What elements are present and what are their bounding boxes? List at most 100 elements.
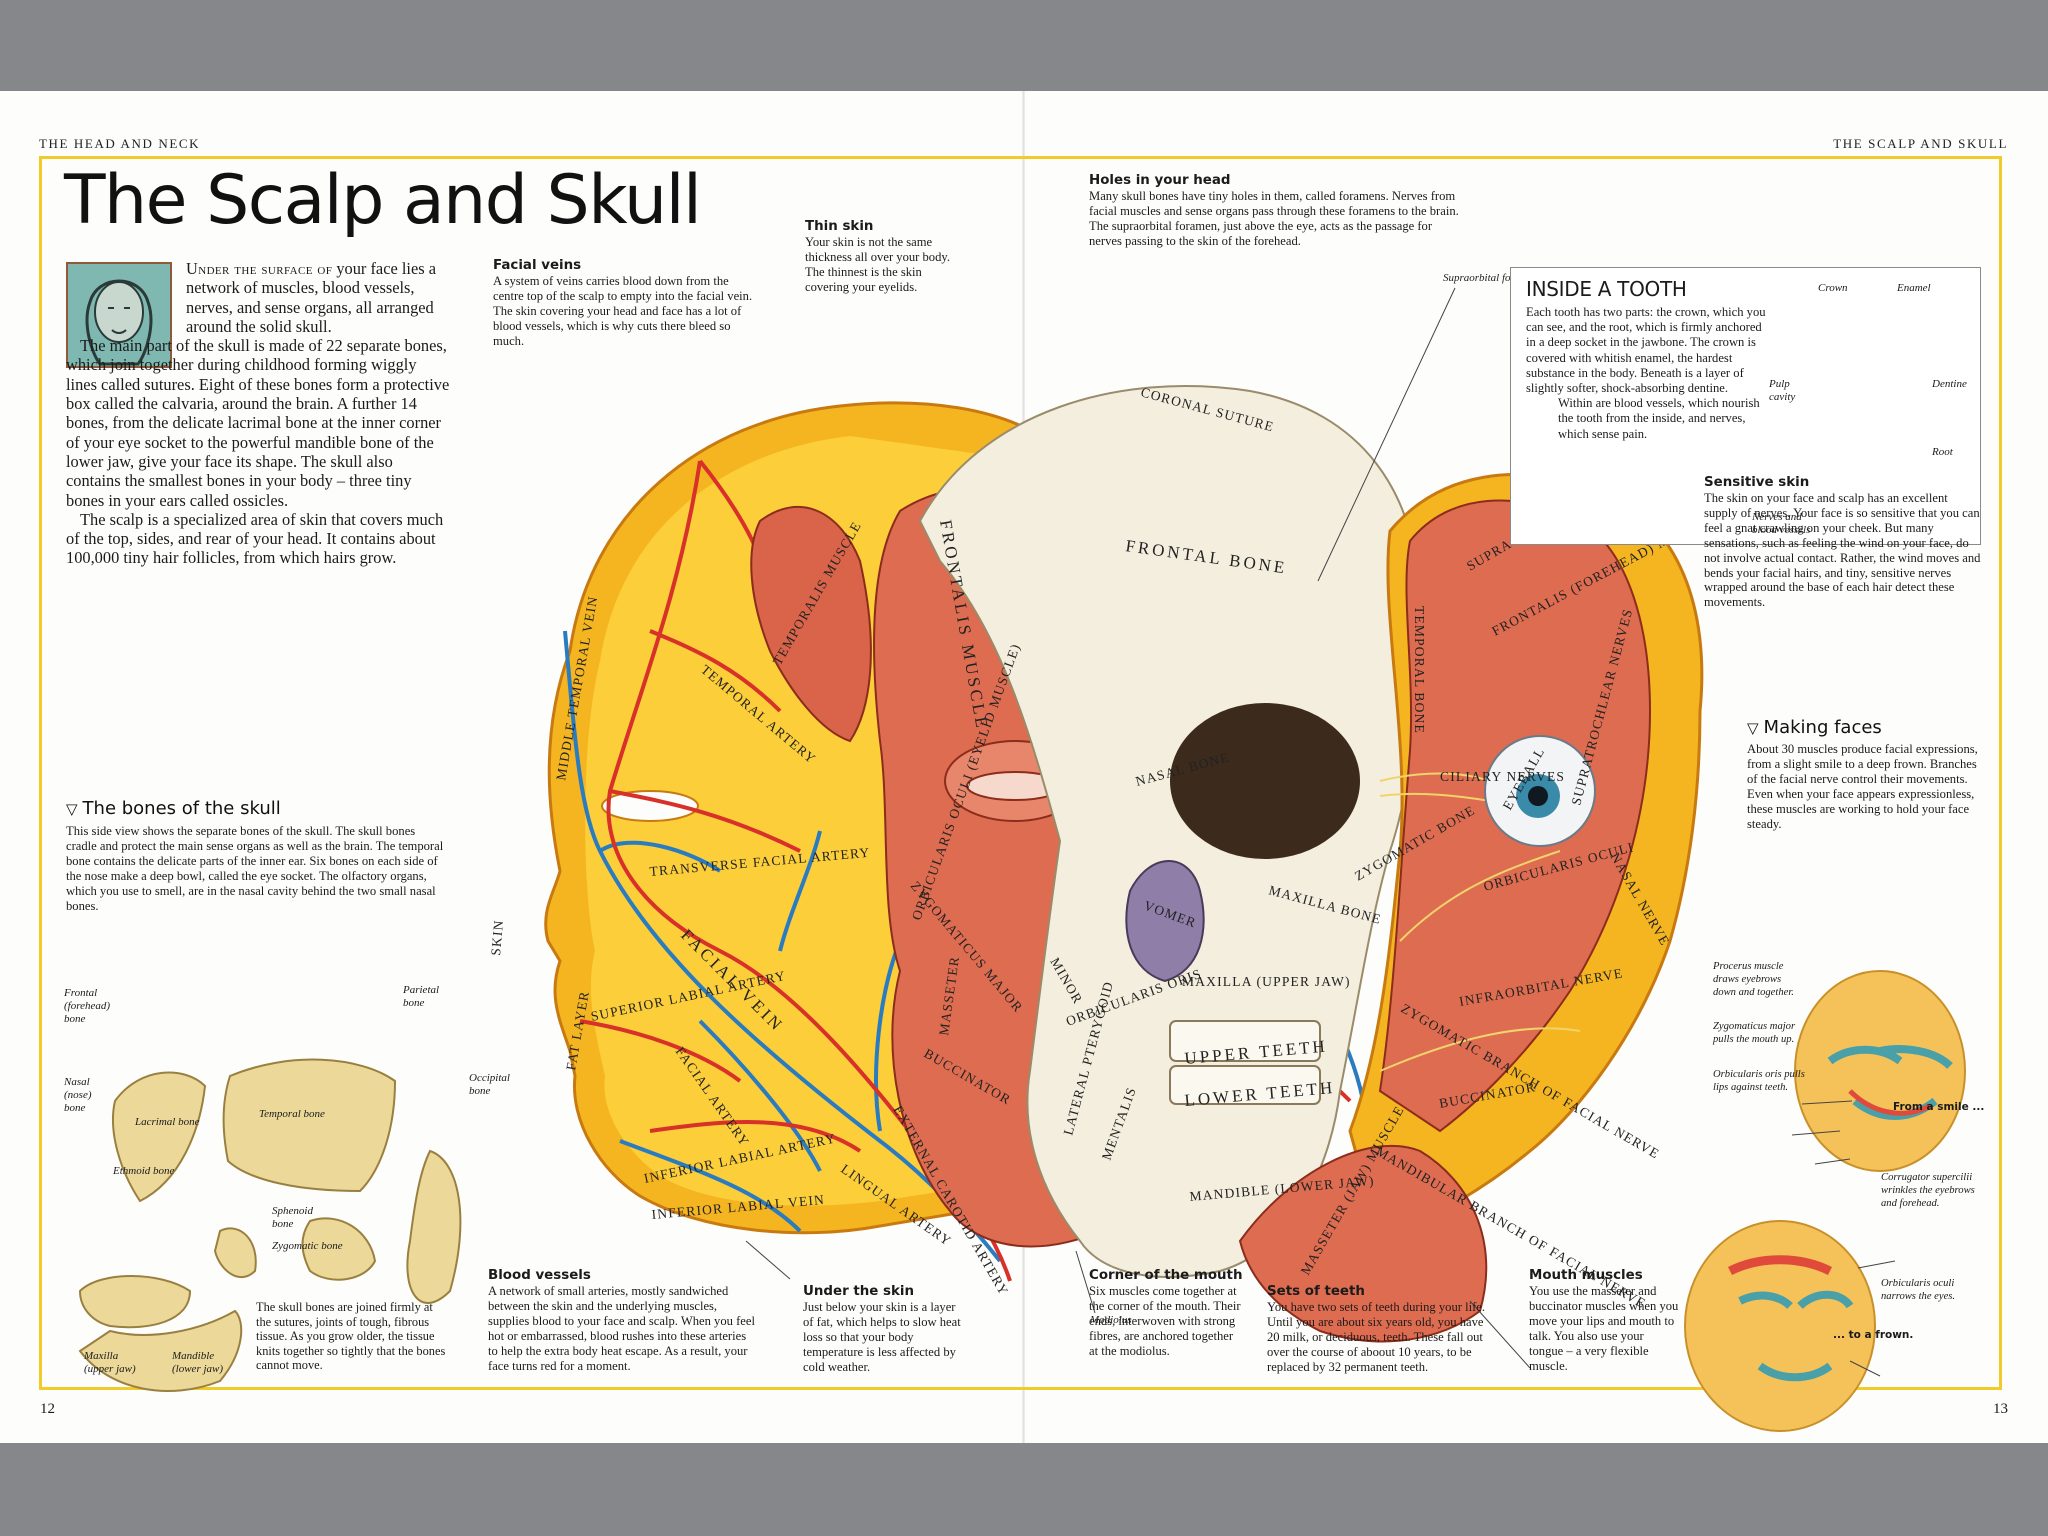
- tooth-title: INSIDE A TOOTH: [1526, 277, 1687, 301]
- pupil: [1528, 786, 1548, 806]
- caption-mouth-muscles: Mouth muscles You use the masseter and b…: [1529, 1268, 1681, 1373]
- faces-heading-text: Making faces: [1763, 717, 1882, 738]
- label-procerus: Procerus muscle draws eyebrows down and …: [1713, 961, 1794, 998]
- tooth-label-nerves: Nerves and blood vessels: [1752, 511, 1811, 536]
- caption-holes-title: Holes in your head: [1089, 173, 1231, 188]
- intro-para-3: The scalp is a specialized area of skin …: [66, 509, 444, 568]
- page-title: The Scalp and Skull: [64, 161, 702, 240]
- label-orbicularis-oris-face: Orbicularis oris pulls lips against teet…: [1713, 1069, 1805, 1093]
- running-head-right: THE SCALP AND SKULL: [1833, 136, 2008, 151]
- tooth-label-root: Root: [1932, 446, 1953, 458]
- to-frown-caption: ... to a frown.: [1833, 1329, 1914, 1341]
- temporal-bone-piece: [301, 1217, 377, 1281]
- caption-holes-text: Many skull bones have tiny holes in them…: [1089, 189, 1459, 248]
- label-ciliary-nerves: CILIARY NERVES: [1440, 769, 1565, 784]
- yellow-frame: [39, 156, 2002, 1390]
- tooth-label-enamel: Enamel: [1897, 282, 1931, 294]
- occipital-bone-piece: [406, 1149, 462, 1304]
- label-corrugator: Corrugator supercilii wrinkles the eyebr…: [1881, 1172, 1975, 1209]
- skull-bones-exploded: [78, 1058, 462, 1392]
- running-head-left: THE HEAD AND NECK: [39, 136, 201, 151]
- caption-facial-veins-text: A system of veins carries blood down fro…: [493, 274, 753, 348]
- label-skin: SKIN: [488, 919, 506, 956]
- anatomy-illustration: CORONAL SUTURE FRONTAL BONE FRONTALIS MU…: [78, 272, 1966, 1432]
- faces-heading: ▽Making faces: [1747, 717, 1882, 738]
- label-frontal-forehead-bone: Frontal (forehead) bone: [64, 987, 111, 1025]
- eye-hole-left: [601, 790, 699, 822]
- caption-sensitive-skin: Sensitive skin The skin on your face and…: [1704, 475, 1982, 610]
- caption-holes: Holes in your head Many skull bones have…: [1089, 173, 1465, 249]
- intro-para-1: Under the surface of your face lies a ne…: [66, 259, 450, 336]
- lower-teeth: [1169, 1065, 1321, 1105]
- label-sphenoid-bone: Sphenoid bone: [272, 1205, 313, 1230]
- caption-thin-skin: Thin skin Your skin is not the same thic…: [805, 219, 960, 295]
- label-orbicularis-oculi-face: Orbicularis oculi narrows the eyes.: [1881, 1278, 1956, 1302]
- label-lacrimal-bone: Lacrimal bone: [135, 1116, 200, 1128]
- triangle-icon: ▽: [1747, 719, 1759, 737]
- smile-face: [1794, 970, 1966, 1172]
- frontal-bone-piece: [112, 1071, 207, 1203]
- sphenoid-piece: [213, 1227, 257, 1278]
- tooth-text-main: Each tooth has two parts: the crown, whi…: [1526, 305, 1766, 396]
- caption-thin-skin-text: Your skin is not the same thickness all …: [805, 235, 951, 294]
- page-number-right: 13: [1993, 1401, 2008, 1417]
- caption-thin-skin-title: Thin skin: [805, 219, 874, 234]
- frown-face-corrugator: [1727, 1255, 1833, 1276]
- nasal-cavity: [1125, 860, 1205, 983]
- eye-socket: [1170, 703, 1360, 859]
- tooth-label-dentine: Dentine: [1932, 378, 1967, 390]
- label-temporal-bone: TEMPORAL BONE: [1412, 606, 1427, 734]
- intro-lead: Under the surface of: [186, 259, 333, 278]
- caption-mouth-muscles-title: Mouth muscles: [1529, 1268, 1643, 1283]
- label-mandible-lower-jaw: Mandible (lower jaw): [172, 1350, 224, 1375]
- label-temporal-bone-small: Temporal bone: [259, 1108, 325, 1120]
- caption-under-skin: Under the skin Just below your skin is a…: [803, 1284, 963, 1375]
- page-number-left: 12: [40, 1401, 55, 1417]
- label-parietal-bone: Parietal bone: [403, 984, 440, 1009]
- bones-text: This side view shows the separate bones …: [66, 824, 444, 914]
- da-vinci-portrait: [66, 262, 172, 368]
- label-zygomaticus-face: Zygomaticus major pulls the mouth up.: [1713, 1021, 1796, 1045]
- triangle-icon: ▽: [66, 800, 78, 818]
- caption-facial-veins-title: Facial veins: [493, 258, 582, 273]
- bones-heading: ▽The bones of the skull: [66, 798, 281, 819]
- facial-nerves: [1379, 772, 1581, 1072]
- caption-corner-mouth: Corner of the mouth Six muscles come tog…: [1089, 1268, 1244, 1359]
- caption-facial-veins: Facial veins A system of veins carries b…: [493, 258, 755, 349]
- label-maxilla-upper: MAXILLA (UPPER JAW): [1182, 974, 1351, 989]
- masseter-jaw-muscle: [1238, 1144, 1488, 1343]
- caption-blood-vessels-text: A network of small arteries, mostly sand…: [488, 1284, 755, 1373]
- tooth-label-pulp: Pulp cavity: [1769, 378, 1796, 403]
- caption-mouth-muscles-text: You use the masseter and buccinator musc…: [1529, 1284, 1679, 1373]
- caption-under-skin-text: Just below your skin is a layer of fat, …: [803, 1300, 961, 1374]
- from-smile-caption: From a smile ...: [1893, 1101, 1985, 1113]
- label-zygomatic-bone-small: Zygomatic bone: [272, 1240, 343, 1252]
- label-ethmoid-bone: Ethmoid bone: [113, 1165, 175, 1177]
- smile-face-zygomaticus: [1848, 1089, 1932, 1116]
- caption-teeth-sets-title: Sets of teeth: [1267, 1284, 1365, 1299]
- parietal-bone-piece: [222, 1058, 397, 1193]
- caption-sensitive-skin-text: The skin on your face and scalp has an e…: [1704, 491, 1981, 610]
- label-maxilla-upper-jaw: Maxilla (upper jaw): [84, 1350, 136, 1375]
- inside-tooth-box: [1510, 267, 1981, 545]
- caption-blood-vessels-title: Blood vessels: [488, 1268, 591, 1283]
- tooth-text-indent: Within are blood vessels, which nourish …: [1558, 396, 1760, 441]
- sutures-note: The skull bones are joined firmly at the…: [256, 1300, 446, 1373]
- leader-lines: [745, 287, 1896, 1377]
- caption-teeth-sets: Sets of teeth You have two sets of teeth…: [1267, 1284, 1492, 1375]
- caption-teeth-sets-text: You have two sets of teeth during your l…: [1267, 1300, 1486, 1374]
- intro-text: Under the surface of your face lies a ne…: [66, 259, 450, 568]
- intro-para-1-rest: your face lies a network of muscles, blo…: [186, 259, 436, 336]
- caption-sensitive-skin-title: Sensitive skin: [1704, 475, 1810, 490]
- faces-text: About 30 muscles produce facial expressi…: [1747, 742, 1978, 832]
- label-nasal-nose-bone: Nasal (nose) bone: [64, 1076, 92, 1114]
- caption-under-skin-title: Under the skin: [803, 1284, 915, 1299]
- caption-corner-mouth-text: Six muscles come together at the corner …: [1089, 1284, 1241, 1358]
- frown-face: [1684, 1220, 1876, 1432]
- bones-heading-text: The bones of the skull: [82, 798, 281, 819]
- mandible-piece: [78, 1309, 243, 1392]
- caption-corner-mouth-title: Corner of the mouth: [1089, 1268, 1243, 1283]
- intro-para-2: The main part of the skull is made of 22…: [66, 336, 450, 510]
- label-occipital-bone: Occipital bone: [469, 1072, 510, 1097]
- upper-teeth: [1169, 1020, 1321, 1062]
